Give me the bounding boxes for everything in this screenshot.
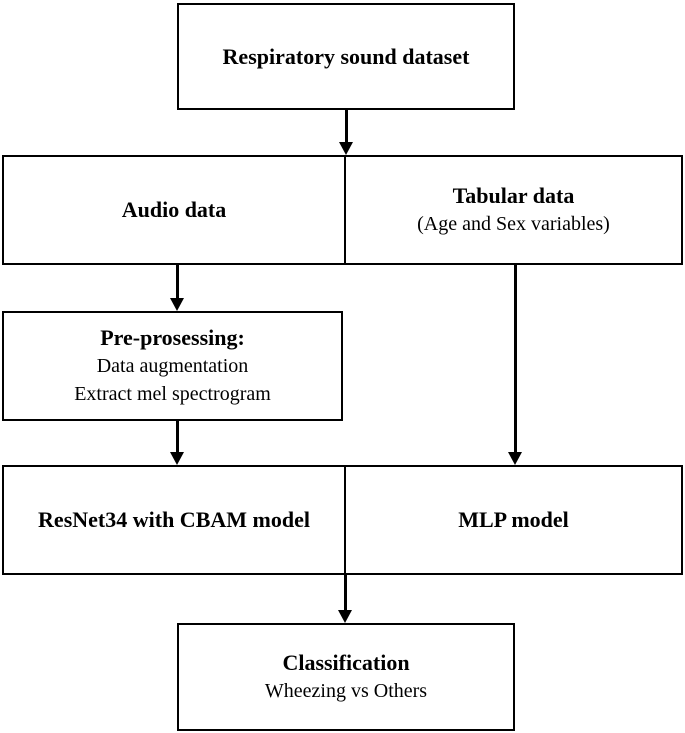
node-respiratory-sound-dataset: Respiratory sound dataset — [177, 3, 515, 110]
preprocessing-step: Extract mel spectrogram — [74, 383, 271, 405]
node-title: Tabular data — [452, 183, 575, 208]
arrow-head — [338, 610, 352, 623]
arrow-tabular-to-mlp — [508, 265, 522, 465]
node-title: Audio data — [121, 197, 227, 222]
arrow-head — [170, 452, 184, 465]
arrow-shaft — [344, 110, 348, 142]
arrow-shaft — [513, 265, 517, 452]
node-mlp-model: MLP model — [346, 467, 681, 573]
node-resnet34-cbam-model: ResNet34 with CBAM model — [4, 467, 346, 573]
node-title: Pre-prosessing: — [100, 325, 245, 350]
arrow-audio-to-preprocessing — [170, 265, 184, 311]
data-row: Audio data Tabular data (Age and Sex var… — [2, 155, 683, 265]
arrow-shaft — [175, 265, 179, 298]
arrow-models-to-classification — [338, 575, 352, 623]
models-row: ResNet34 with CBAM model MLP model — [2, 465, 683, 575]
node-subtitle: Wheezing vs Others — [264, 680, 428, 702]
node-subtitle: (Age and Sex variables) — [417, 213, 610, 235]
arrow-head — [508, 452, 522, 465]
arrow-preprocessing-to-resnet — [170, 421, 184, 465]
preprocessing-step: Data augmentation — [96, 355, 249, 377]
node-title: MLP model — [458, 507, 569, 532]
node-preprocessing: Pre-prosessing: Data augmentation Extrac… — [2, 311, 343, 421]
arrow-shaft — [343, 575, 347, 610]
node-tabular-data: Tabular data (Age and Sex variables) — [346, 157, 681, 263]
node-title: Classification — [282, 650, 410, 675]
node-title: Respiratory sound dataset — [222, 43, 470, 69]
node-audio-data: Audio data — [4, 157, 346, 263]
arrow-shaft — [175, 421, 179, 452]
node-title: ResNet34 with CBAM model — [38, 507, 310, 532]
arrow-head — [339, 142, 353, 155]
node-classification: Classification Wheezing vs Others — [177, 623, 515, 731]
arrow-head — [170, 298, 184, 311]
arrow-dataset-to-data-row — [339, 110, 353, 155]
